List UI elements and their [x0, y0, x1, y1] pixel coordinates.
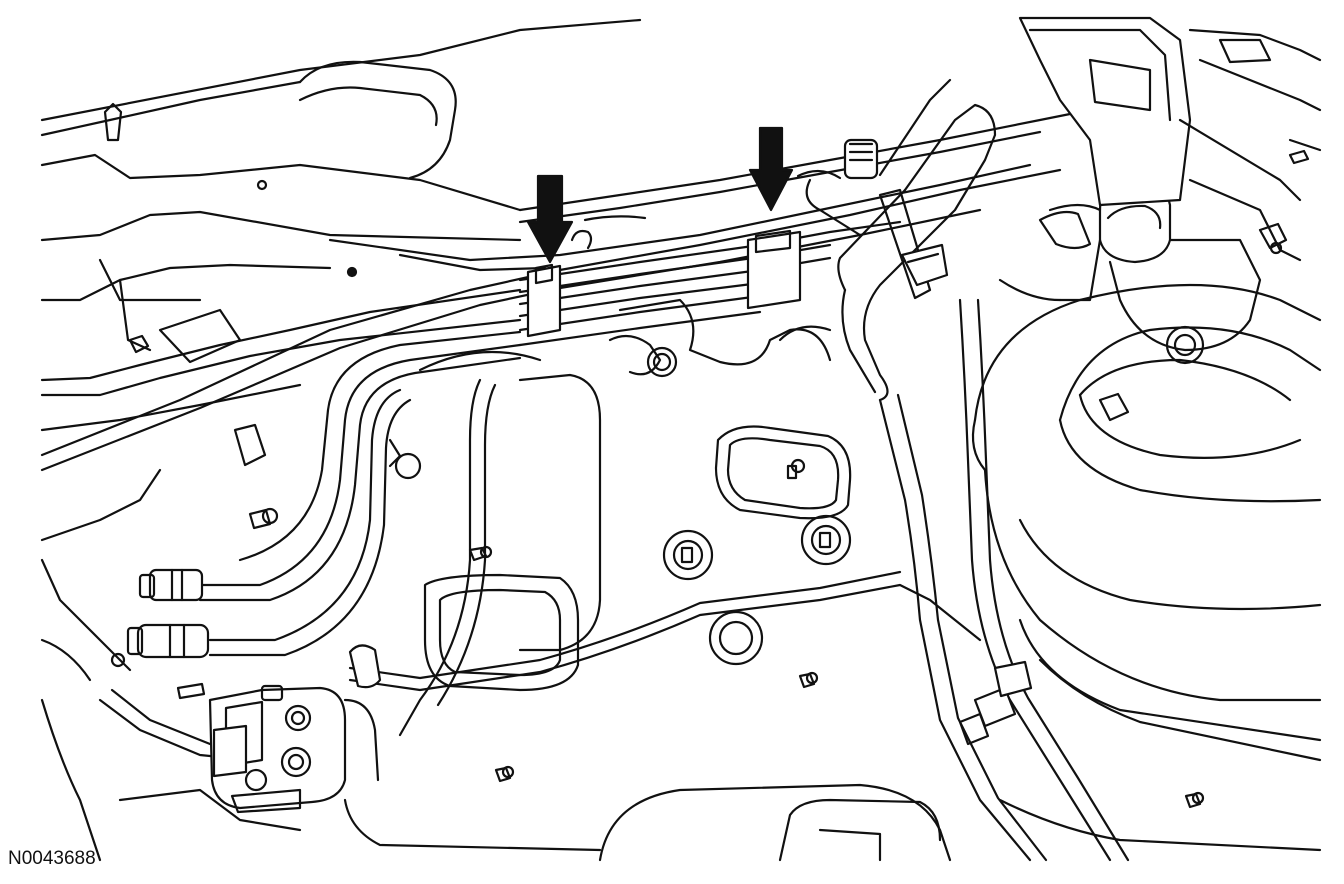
studs	[176, 458, 1205, 809]
line-bundle	[518, 215, 902, 347]
cowl-panel	[40, 18, 642, 432]
strut-bracket	[1018, 16, 1322, 262]
master-cylinder	[998, 178, 1262, 422]
figure-id-label: N0043688	[8, 848, 96, 869]
heater-hose	[796, 78, 997, 402]
lower-structure	[40, 468, 1322, 862]
callout-arrow-left	[526, 174, 574, 264]
vacuum-line	[878, 298, 1130, 862]
dash-panel	[233, 298, 852, 737]
hydraulic-block	[208, 684, 380, 814]
brake-lines-left	[126, 330, 522, 659]
callout-arrow-right	[748, 126, 794, 212]
